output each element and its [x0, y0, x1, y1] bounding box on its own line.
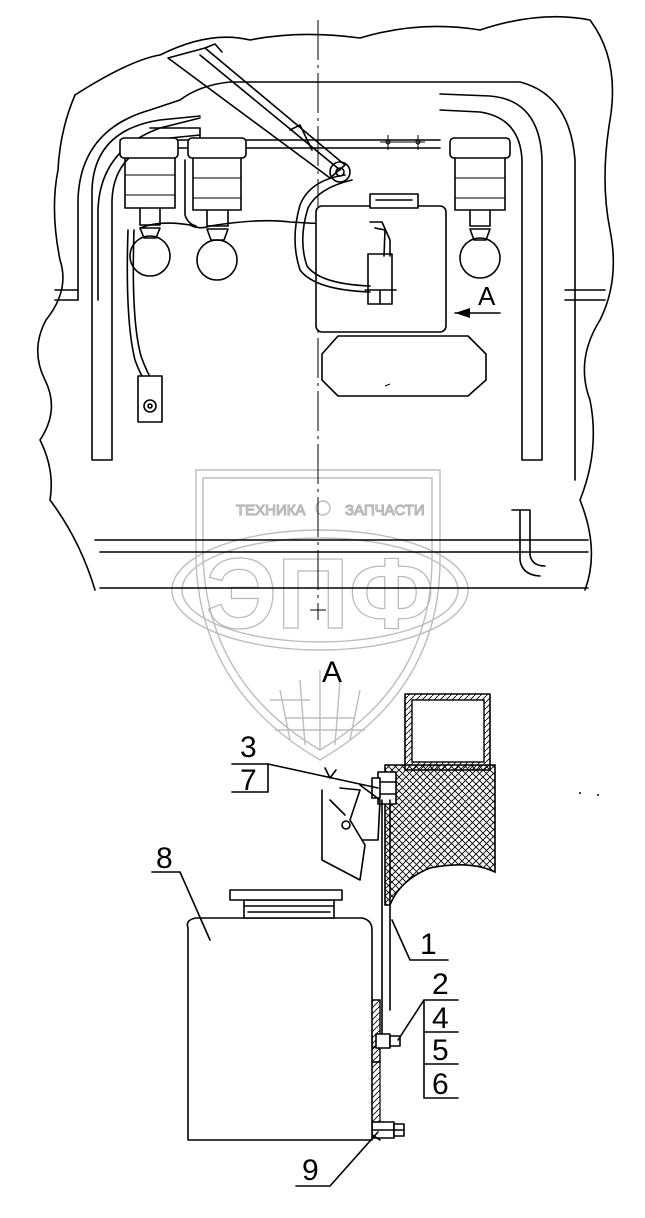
- cab-side-rail-left: [54, 289, 79, 301]
- leader-1: [391, 919, 449, 961]
- bolt-9: [371, 1121, 405, 1139]
- mount-bolts: [380, 135, 425, 150]
- lamp-right: [449, 137, 511, 279]
- callouts: 3 7 8 1 2 4 5 6 9: [151, 731, 459, 1187]
- mount-bolt-1: [385, 139, 391, 145]
- leader-9: [295, 1131, 379, 1187]
- profile-hatch: [405, 694, 490, 770]
- callout-3: 3: [240, 731, 257, 764]
- cab-break-line-left: [36, 94, 96, 591]
- callout-2-6-frame: [423, 999, 459, 1099]
- watermark-gear-icon: [315, 500, 331, 516]
- mounting-strip: [381, 799, 391, 1011]
- washer-tank: [186, 889, 373, 1141]
- wiper-arm: [167, 47, 346, 179]
- leader-2-6: [397, 999, 425, 1041]
- callout-4: 4: [432, 1002, 449, 1035]
- watermark-wheat-icon: [270, 670, 365, 750]
- wiper-arm-tip: [204, 43, 223, 53]
- washer-reservoir: [315, 193, 447, 333]
- wiper-pivot: [329, 161, 351, 183]
- leader-8: [151, 871, 211, 941]
- cab-roof-arch-inner: [97, 117, 201, 301]
- bolt-3-lines: [377, 781, 397, 795]
- name-plate: [321, 335, 487, 397]
- hook-plate: [359, 784, 381, 841]
- lamp-left-1: [119, 137, 179, 277]
- cab-side-rail: [564, 289, 606, 301]
- dot-2: [597, 794, 599, 796]
- right-pillar-tube: [439, 93, 543, 461]
- cab-roof-arch: [77, 81, 576, 481]
- washer-hose: [294, 174, 371, 293]
- hose-connector: [369, 221, 391, 257]
- drain-tube: [511, 509, 546, 577]
- hook-pin: [341, 820, 351, 830]
- lamp-left-2: [187, 137, 247, 281]
- callout-1: 1: [420, 928, 437, 961]
- callout-3-7-frame: [231, 763, 269, 793]
- watermark-oval: [171, 529, 469, 651]
- mount-bolt-2: [415, 139, 421, 145]
- insulation-block: [384, 764, 496, 906]
- cab-rear-view: A: [36, 15, 615, 620]
- bolt-group-middle: [371, 1033, 401, 1049]
- callout-2: 2: [432, 968, 449, 1001]
- watermark: ТЕХНИКА ЗАПЧАСТИ ЭПФ: [171, 469, 469, 761]
- watermark-logo: ЭПФ: [206, 538, 434, 650]
- profile-cavity: [411, 699, 485, 763]
- callout-8: 8: [156, 842, 173, 875]
- callout-9: 9: [302, 1154, 319, 1187]
- watermark-oval-inner: [181, 537, 459, 643]
- view-label-detail: A: [322, 656, 342, 689]
- leader-3-7: [267, 763, 379, 789]
- hook-bracket: [321, 767, 366, 881]
- watermark-text-right: ЗАПЧАСТИ: [345, 502, 425, 519]
- dot-mark: [384, 383, 391, 387]
- wiper-bracket: [289, 124, 313, 151]
- callout-6: 6: [432, 1068, 449, 1101]
- callout-5: 5: [432, 1034, 449, 1067]
- callout-7: 7: [240, 764, 257, 797]
- view-label-top: A: [478, 281, 496, 311]
- cab-break-line-top: [74, 15, 615, 591]
- view-arrow-head: [455, 308, 470, 318]
- detail-view-a: [186, 693, 599, 1141]
- switch-bracket: [137, 375, 163, 423]
- dot: [579, 792, 581, 794]
- watermark-text-left: ТЕХНИКА: [236, 502, 306, 519]
